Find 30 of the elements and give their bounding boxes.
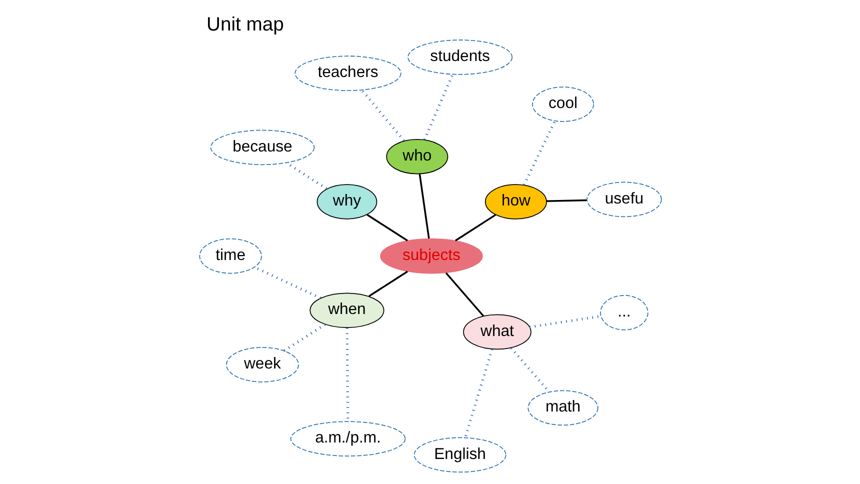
connector <box>360 89 404 142</box>
node-ellipse: ... <box>600 295 648 330</box>
connector <box>528 314 600 328</box>
node-ellipse: because <box>210 130 314 166</box>
connector <box>444 272 484 317</box>
connector <box>454 214 496 242</box>
diagram-title: Unit map <box>206 14 284 36</box>
connector <box>366 214 408 242</box>
node-ellipse: week <box>225 347 298 382</box>
node-ellipse: when <box>309 292 384 328</box>
node-ellipse: math <box>527 390 598 426</box>
node-ellipse: why <box>316 184 377 220</box>
connector <box>422 74 454 140</box>
node-ellipse: usefu <box>586 182 662 218</box>
connector <box>546 199 586 202</box>
connector <box>368 270 408 297</box>
node-ellipse: subjects <box>380 238 482 274</box>
connector <box>283 323 326 352</box>
node-ellipse: time <box>198 238 262 274</box>
node-ellipse: a.m./p.m. <box>290 421 406 456</box>
connector <box>418 174 430 239</box>
node-ellipse: who <box>386 138 448 174</box>
connector <box>522 120 556 186</box>
connector <box>464 348 493 438</box>
node-ellipse: what <box>462 314 531 350</box>
node-ellipse: teachers <box>294 56 401 91</box>
node-ellipse: how <box>484 184 546 220</box>
node-ellipse: students <box>407 40 512 75</box>
node-ellipse: English <box>413 437 506 473</box>
node-ellipse: cool <box>532 86 594 122</box>
